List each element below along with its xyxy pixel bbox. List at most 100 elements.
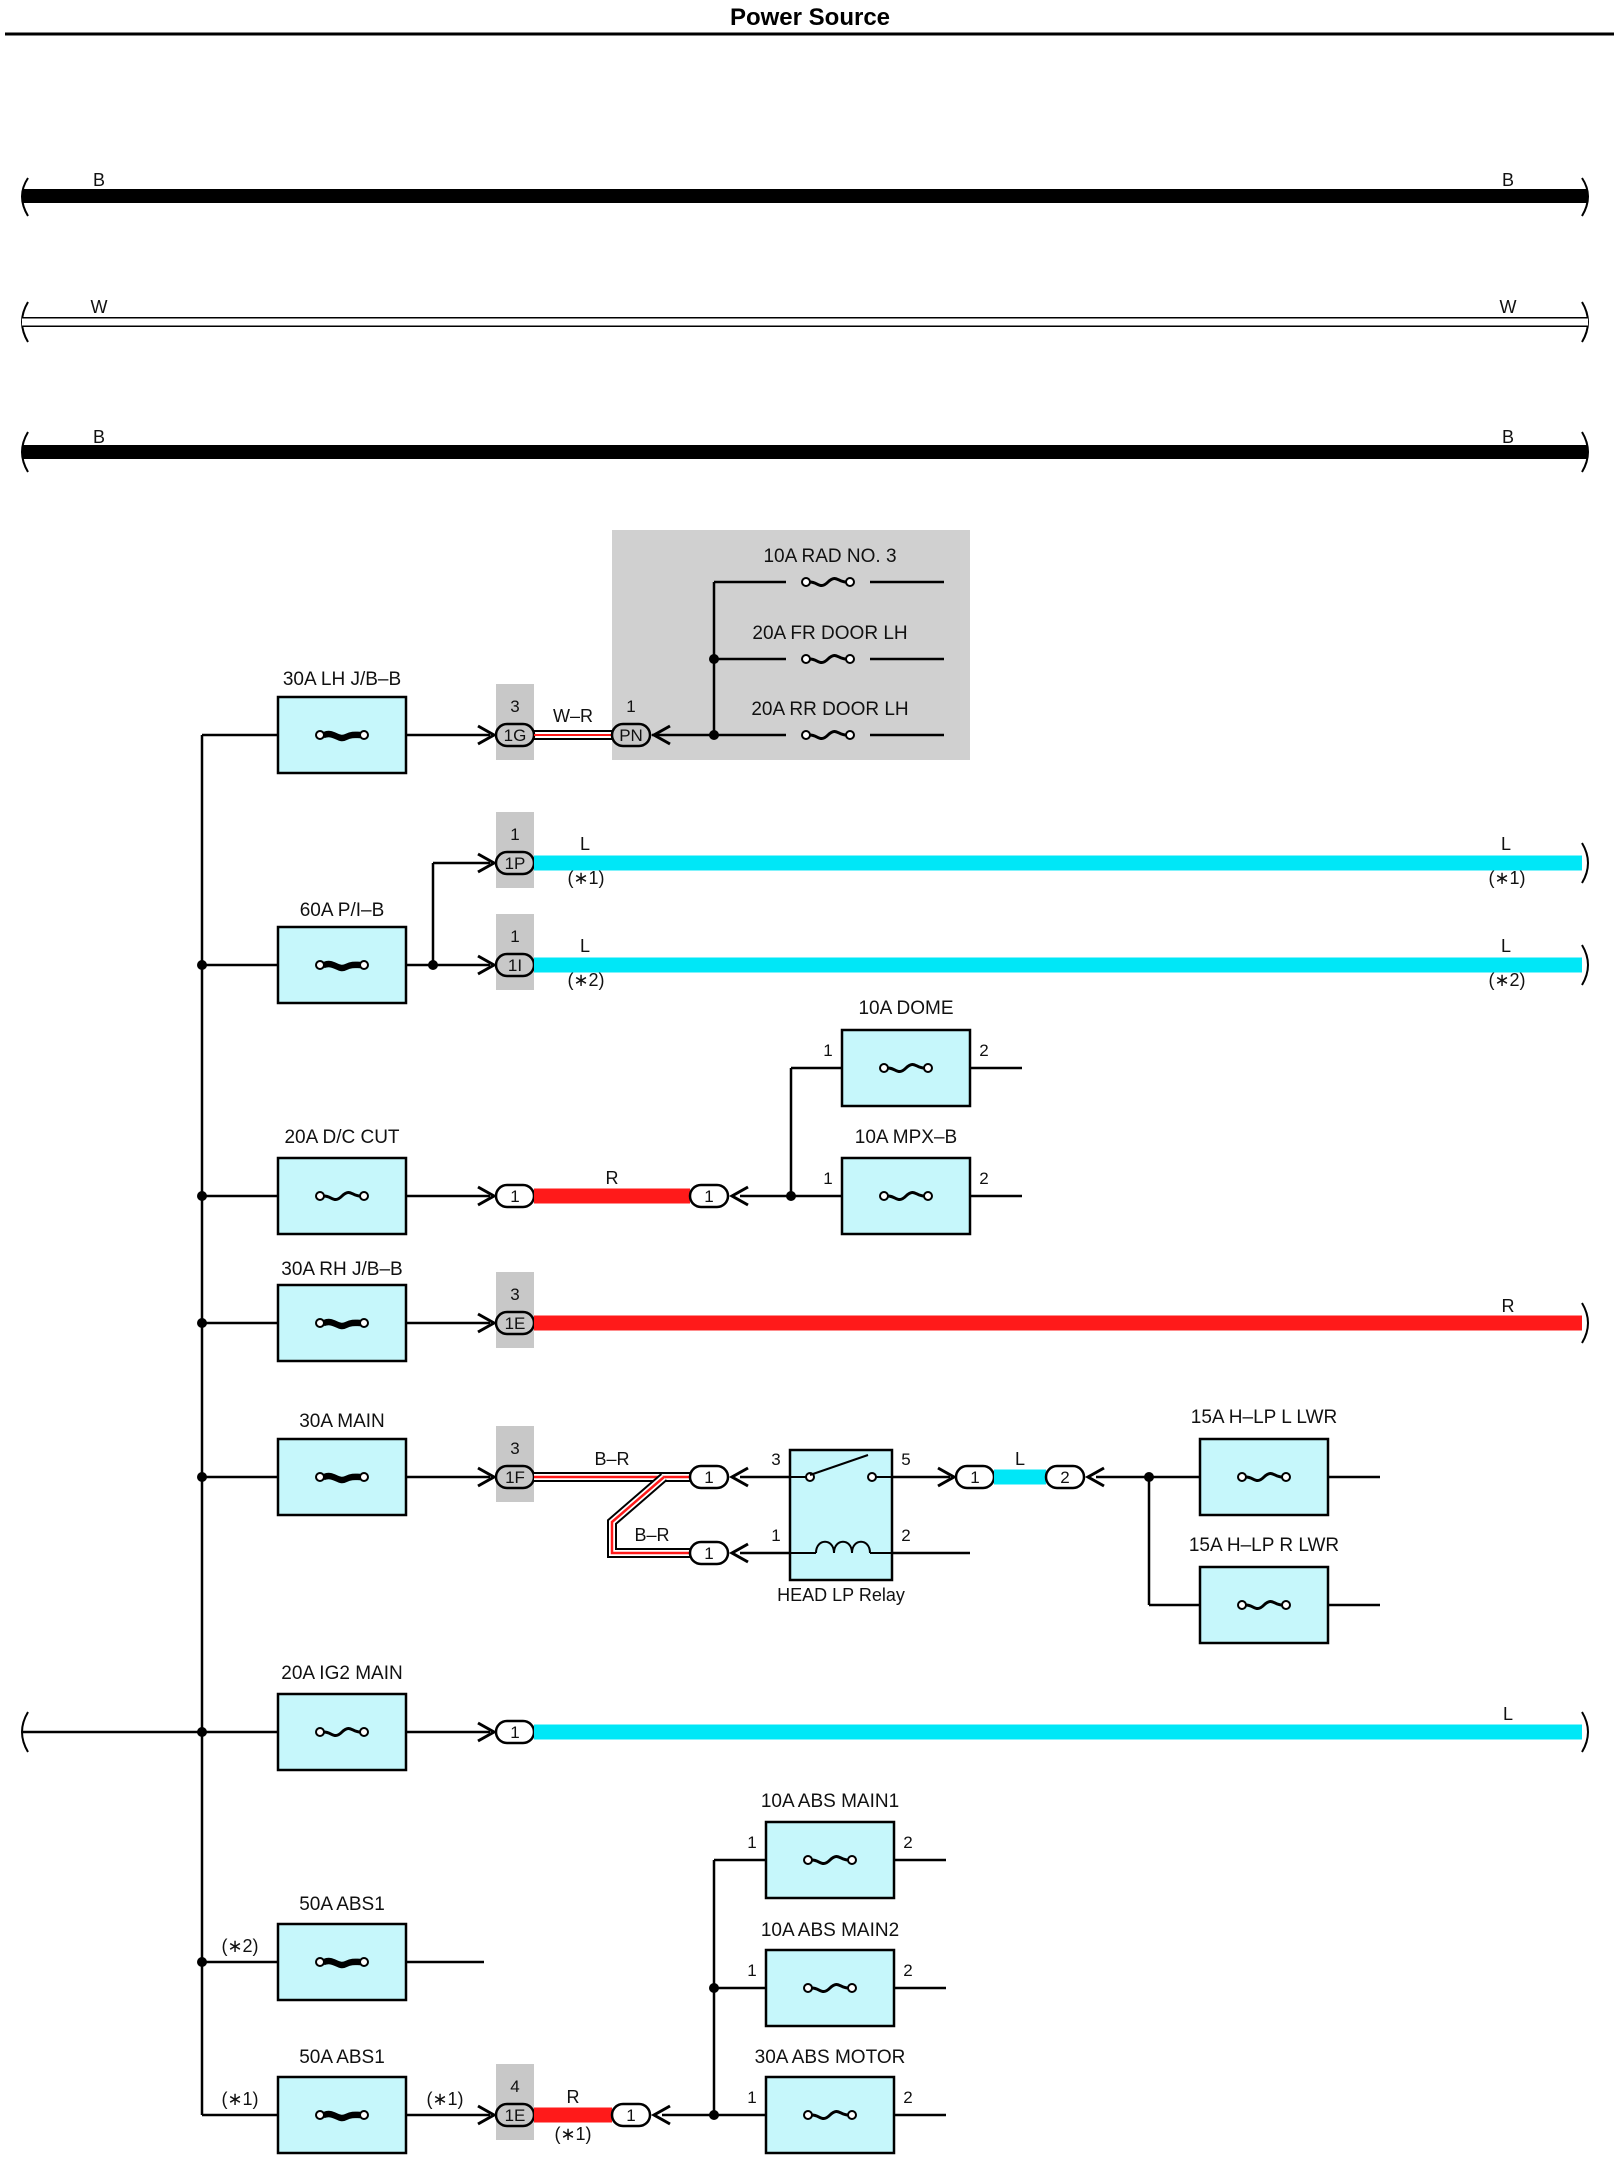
fuse-abs-motor-pin-2: 2 xyxy=(903,2088,912,2107)
fuse-mpx-b-pin-1: 1 xyxy=(823,1169,832,1188)
fuse-pib-label: 60A P/I–B xyxy=(300,900,385,921)
row-dc-cut: 20A D/C CUT 1 R 1 10A DOME 1 2 10A MPX–B… xyxy=(197,998,1022,1236)
bus-w-right-label: W xyxy=(1500,297,1517,317)
fuse-mpx-b-pin-2: 2 xyxy=(979,1169,988,1188)
wire-r-1e-label: R xyxy=(1502,1296,1515,1316)
connector-1e-abs-label: 1E xyxy=(505,2106,526,2125)
fuse-hlp-l-label: 15A H–LP L LWR xyxy=(1191,1407,1337,1428)
connector-1p-label: 1P xyxy=(505,854,526,873)
page-title: Power Source xyxy=(730,4,890,31)
fuse-hlp-r-box xyxy=(1198,1565,1330,1645)
connector-1i-pin: 1 xyxy=(510,927,519,946)
bus-b-top-left-label: B xyxy=(93,170,105,190)
connector-1f-pin: 3 xyxy=(510,1439,519,1458)
head-lp-relay xyxy=(788,1448,894,1582)
wire-l-1p-left-label: L xyxy=(580,834,590,854)
wire-l-1i-left-label: L xyxy=(580,936,590,956)
bus-b-bottom-right-label: B xyxy=(1502,427,1514,447)
wire-l-1i-right-label: L xyxy=(1501,936,1511,956)
connector-relay-1 xyxy=(688,1464,730,1490)
connector-1f-tab xyxy=(496,1426,534,1502)
wire-l-1p-right-label: L xyxy=(1501,834,1511,854)
row-rh-jb: 30A RH J/B–B 1E 3 R xyxy=(197,1259,1589,1363)
fuse-abs-main2-label: 10A ABS MAIN2 xyxy=(761,1920,899,1941)
fuse-dome-pin-2: 2 xyxy=(979,1041,988,1060)
connector-1g-label: 1G xyxy=(504,726,527,745)
wire-l-relay-label: L xyxy=(1015,1449,1025,1469)
wire-b-r-label-2: B–R xyxy=(634,1525,669,1545)
junction-block-box xyxy=(612,530,970,760)
fuse-abs1-a-label: 50A ABS1 xyxy=(299,1894,385,1915)
row-lh-jb: 30A LH J/B–B 1G 3 W–R PN 1 xyxy=(276,669,671,775)
connector-pn-label: PN xyxy=(619,726,643,745)
wire-r-abs-label: R xyxy=(567,2087,580,2107)
connector-relay-2-label: 1 xyxy=(704,1544,713,1563)
fuse-ig2-main-box xyxy=(276,1692,408,1772)
fuse-mpx-b-label: 10A MPX–B xyxy=(855,1127,957,1148)
wire-b-r-label-1: B–R xyxy=(594,1449,629,1469)
fuse-rr-door-label: 20A RR DOOR LH xyxy=(751,699,908,720)
bus-w: W W xyxy=(21,297,1589,343)
fuse-abs-main1-pin-1: 1 xyxy=(747,1833,756,1852)
relay-pin-3: 3 xyxy=(771,1450,780,1469)
relay-pin-2: 2 xyxy=(901,1526,910,1545)
fuse-abs-main2-pin-2: 2 xyxy=(903,1961,912,1980)
wire-l-ig2-label: L xyxy=(1503,1704,1513,1724)
connector-1p-tab xyxy=(496,812,534,888)
connector-1e-abs-pin: 4 xyxy=(510,2077,519,2096)
row-abs1-a: (∗2) 50A ABS1 xyxy=(197,1894,484,2002)
connector-1e-pin: 3 xyxy=(510,1285,519,1304)
connector-1e-label: 1E xyxy=(505,1314,526,1333)
connector-1p-pin: 1 xyxy=(510,825,519,844)
jb-fuses: 10A RAD NO. 3 20A FR DOOR LH 20A RR DOOR… xyxy=(652,546,944,745)
bus-b-bottom: B B xyxy=(21,427,1589,473)
connector-relay-2 xyxy=(688,1540,730,1566)
fuse-hlp-r-label: 15A H–LP R LWR xyxy=(1189,1535,1339,1556)
wire-b-r xyxy=(534,1472,690,1558)
row-ig2-main: 20A IG2 MAIN 1 L xyxy=(21,1663,1589,1772)
note-1i-left: (∗2) xyxy=(567,970,604,990)
row-pib: 60A P/I–B 1P 1 1I 1 L L (∗1) (∗1) L L (∗… xyxy=(197,812,1589,1005)
fuse-dome-label: 10A DOME xyxy=(858,998,953,1019)
wire-r-dc-label: R xyxy=(606,1168,619,1188)
bus-w-left-label: W xyxy=(91,297,108,317)
relay-label: HEAD LP Relay xyxy=(777,1585,905,1605)
fuse-abs-main2-pin-1: 1 xyxy=(747,1961,756,1980)
fuse-lh-jb-label: 30A LH J/B–B xyxy=(283,669,401,690)
fuse-abs-main1-pin-2: 2 xyxy=(903,1833,912,1852)
wire-w-r-label: W–R xyxy=(553,706,593,726)
connector-1g-tab xyxy=(496,684,534,760)
connector-l-1-label: 1 xyxy=(970,1468,979,1487)
fuse-rad3-label: 10A RAD NO. 3 xyxy=(763,546,896,567)
fuse-hlp-l-box xyxy=(1198,1437,1330,1517)
connector-1f-label: 1F xyxy=(505,1468,525,1487)
connector-pn-pin: 1 xyxy=(626,697,635,716)
note-1i-right: (∗2) xyxy=(1488,970,1525,990)
note-abs1-a: (∗2) xyxy=(221,1936,258,1956)
fuse-rh-jb-label: 30A RH J/B–B xyxy=(281,1259,402,1280)
fuse-abs-motor-label: 30A ABS MOTOR xyxy=(755,2047,906,2068)
fuse-ig2-main-label: 20A IG2 MAIN xyxy=(281,1663,402,1684)
row-abs1-b: (∗1) 50A ABS1 (∗1) 1E 4 R (∗1) 1 10A ABS… xyxy=(202,1791,946,2155)
connector-l-2-label: 2 xyxy=(1060,1468,1069,1487)
connector-ig2-label: 1 xyxy=(510,1723,519,1742)
relay-pin-1: 1 xyxy=(771,1526,780,1545)
relay-pin-5: 5 xyxy=(901,1450,910,1469)
connector-abs-1 xyxy=(610,2102,652,2128)
connector-abs-1-label: 1 xyxy=(626,2106,635,2125)
note-abs-r: (∗1) xyxy=(554,2124,591,2144)
connector-1g-pin: 3 xyxy=(510,697,519,716)
fuse-abs1-b-label: 50A ABS1 xyxy=(299,2047,385,2068)
note-abs1-b-right: (∗1) xyxy=(426,2089,463,2109)
fuse-dc-cut-label: 20A D/C CUT xyxy=(284,1127,399,1148)
connector-1e-tab xyxy=(496,1272,534,1348)
connector-relay-1-label: 1 xyxy=(704,1468,713,1487)
bus-b-top: B B xyxy=(21,170,1589,217)
note-1p-right: (∗1) xyxy=(1488,868,1525,888)
row-main: 30A MAIN 1F 3 B–R B–R 1 1 xyxy=(197,1407,1380,1645)
fuse-abs-main1-label: 10A ABS MAIN1 xyxy=(761,1791,899,1812)
bus-b-top-right-label: B xyxy=(1502,170,1514,190)
connector-dc-1-label: 1 xyxy=(510,1187,519,1206)
fuse-dome-pin-1: 1 xyxy=(823,1041,832,1060)
fuse-main-label: 30A MAIN xyxy=(299,1411,385,1432)
